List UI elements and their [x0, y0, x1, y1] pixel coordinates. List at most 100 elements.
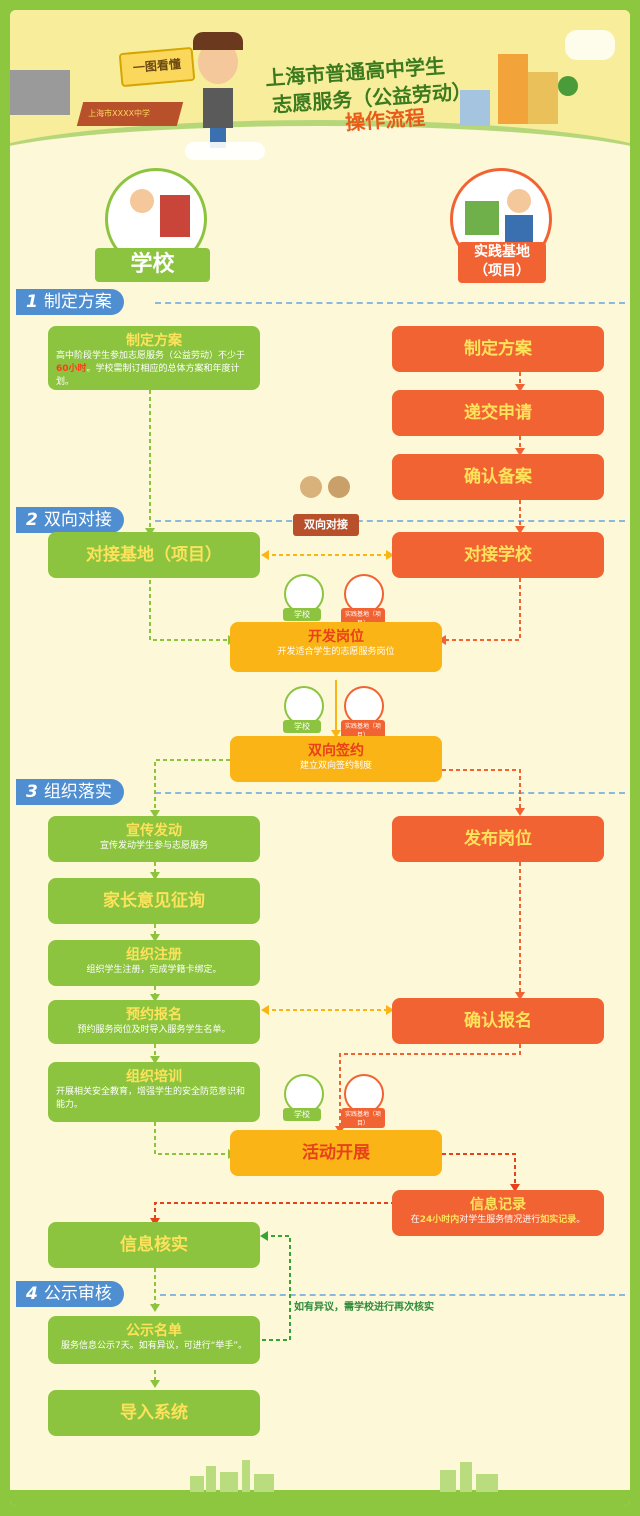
base-confirm-signup-box: 确认报名 [392, 998, 604, 1044]
school-publish-list-box: 公示名单 服务信息公示7天。如有异议，可进行“举手”。 [48, 1316, 260, 1364]
base-column-label-line1: 实践基地 [474, 244, 530, 260]
school-publicize-box: 宣传发动 宣传发动学生参与志愿服务 [48, 816, 260, 862]
joint-activity-box: 活动开展 [230, 1130, 442, 1176]
teacher-icon [130, 189, 154, 213]
section-divider-3 [155, 792, 625, 794]
school-parents-box: 家长意见征询 [48, 878, 260, 924]
skyline-building-1-icon [190, 1476, 204, 1492]
school-import-box: 导入系统 [48, 1390, 260, 1436]
base-plan-box: 制定方案 [392, 326, 604, 372]
skyline-building-7-icon [460, 1462, 472, 1492]
base-record-desc-pre: 在 [410, 1215, 420, 1225]
base-record-desc-post: 。 [576, 1215, 586, 1225]
mini-base-icon-3 [344, 1074, 384, 1114]
skyline-building-8-icon [476, 1474, 498, 1492]
base-buildings-icon [465, 201, 499, 235]
joint-sign-title: 双向签约 [308, 743, 364, 759]
school-signup-title: 预约报名 [126, 1007, 182, 1023]
joint-sign-desc: 建立双向签约制度 [299, 761, 372, 771]
school-training-title: 组织培训 [126, 1069, 182, 1085]
school-signup-box: 预约报名 预约服务岗位及时导入服务学生名单。 [48, 1000, 260, 1044]
section-4-num: 4 [26, 1284, 38, 1304]
joint-sign-box: 双向签约 建立双向签约制度 [230, 736, 442, 782]
section-1-label: 制定方案 [43, 292, 112, 312]
school-publicize-title: 宣传发动 [126, 823, 182, 839]
teacher-hair-icon [193, 32, 243, 50]
section-2-label: 双向对接 [43, 510, 112, 530]
school-plan-desc: 高中阶段学生参加志愿服务（公益劳动）不少于 60小时。学校需制订相应的总体方案和年… [48, 350, 260, 389]
base-record-box: 信息记录 在24小时内对学生服务情况进行如实记录。 [392, 1190, 604, 1236]
school-publish-list-desc: 服务信息公示7天。如有异议，可进行“举手”。 [60, 1341, 248, 1351]
skyline-building-6-icon [440, 1470, 456, 1492]
mini-school-tag-2: 学校 [283, 720, 321, 733]
skyline-building-5-icon [254, 1474, 274, 1492]
mini-base-tag-2: 实践基地（项目） [341, 720, 385, 740]
base-record-desc-highlight2: 如实记录 [540, 1215, 577, 1225]
base-submit-box: 递交申请 [392, 390, 604, 436]
base-post-box: 发布岗位 [392, 816, 604, 862]
school-building-icon [160, 195, 190, 237]
volunteer-body-icon [505, 215, 533, 245]
school-signup-desc: 预约服务岗位及时导入服务学生名单。 [77, 1025, 231, 1035]
podium: 双向对接 [293, 514, 359, 536]
building-right2-icon [528, 72, 558, 124]
mini-base-tag-3: 实践基地（项目） [341, 1108, 385, 1128]
handshake-person-left-icon [300, 476, 322, 498]
school-register-desc: 组织学生注册，完成学籍卡绑定。 [86, 965, 222, 975]
school-register-box: 组织注册 组织学生注册，完成学籍卡绑定。 [48, 940, 260, 986]
objection-note: 如有异议，需学校进行再次核实 [294, 1302, 434, 1313]
cloud-right-icon [565, 30, 615, 60]
base-confirm-box: 确认备案 [392, 454, 604, 500]
section-divider-2 [155, 520, 625, 522]
base-record-desc: 在24小时内对学生服务情况进行如实记录。 [392, 1214, 604, 1227]
base-record-desc-mid: 对学生服务情况进行 [459, 1215, 541, 1225]
base-connect-box: 对接学校 [392, 532, 604, 578]
infographic: 上海市XXXX中学 一图看懂 上海市普通高中学生 志愿服务（公益劳动） 操作流程… [10, 10, 630, 1506]
school-connect-box: 对接基地（项目） [48, 532, 260, 578]
joint-develop-desc: 开发适合学生的志愿服务岗位 [277, 647, 395, 657]
school-plan-desc-post: 。学校需制订相应的总体方案和年度计划。 [56, 364, 240, 387]
building-left-icon [10, 70, 70, 115]
section-2-num: 2 [26, 510, 38, 530]
handshake-person-right-icon [328, 476, 350, 498]
section-3-num: 3 [26, 782, 38, 802]
base-column-label-line2: （项目） [474, 263, 530, 279]
school-plan-box: 制定方案 高中阶段学生参加志愿服务（公益劳动）不少于 60小时。学校需制订相应的总… [48, 326, 260, 390]
school-training-desc: 开展相关安全教育，增强学生的安全防范意识和能力。 [56, 1087, 246, 1110]
section-divider-4 [160, 1294, 625, 1296]
joint-develop-title: 开发岗位 [308, 629, 364, 645]
skyline [10, 1456, 630, 1506]
volunteer-icon [507, 189, 531, 213]
school-plan-title: 制定方案 [126, 333, 182, 349]
skyline-building-4-icon [242, 1460, 250, 1492]
mini-school-tag-3: 学校 [283, 1108, 321, 1121]
connector-lines [145, 372, 525, 1388]
school-plan-desc-highlight: 60小时 [56, 364, 87, 374]
school-verify-box: 信息核实 [48, 1222, 260, 1268]
skyline-building-2-icon [206, 1466, 216, 1492]
skyline-building-3-icon [220, 1472, 238, 1492]
joint-develop-box: 开发岗位 开发适合学生的志愿服务岗位 [230, 622, 442, 672]
school-publish-list-title: 公示名单 [126, 1323, 182, 1339]
school-register-title: 组织注册 [126, 947, 182, 963]
base-record-title: 信息记录 [470, 1197, 526, 1213]
section-4-label: 公示审核 [43, 1284, 112, 1304]
cloud-icon [185, 142, 265, 160]
tree-icon [558, 76, 578, 96]
section-1-num: 1 [26, 292, 38, 312]
school-publicize-desc: 宣传发动学生参与志愿服务 [99, 841, 208, 851]
mini-school-icon [284, 574, 324, 614]
section-3-label: 组织落实 [43, 782, 112, 802]
school-training-box: 组织培训 开展相关安全教育，增强学生的安全防范意识和能力。 [48, 1062, 260, 1122]
school-plan-desc-pre: 高中阶段学生参加志愿服务（公益劳动）不少于 [56, 351, 246, 361]
mini-school-icon-3 [284, 1074, 324, 1114]
skyline-ground [10, 1490, 630, 1506]
section-divider-1 [155, 302, 625, 304]
building-blue-icon [460, 90, 490, 126]
school-column-label: 学校 [95, 248, 210, 282]
